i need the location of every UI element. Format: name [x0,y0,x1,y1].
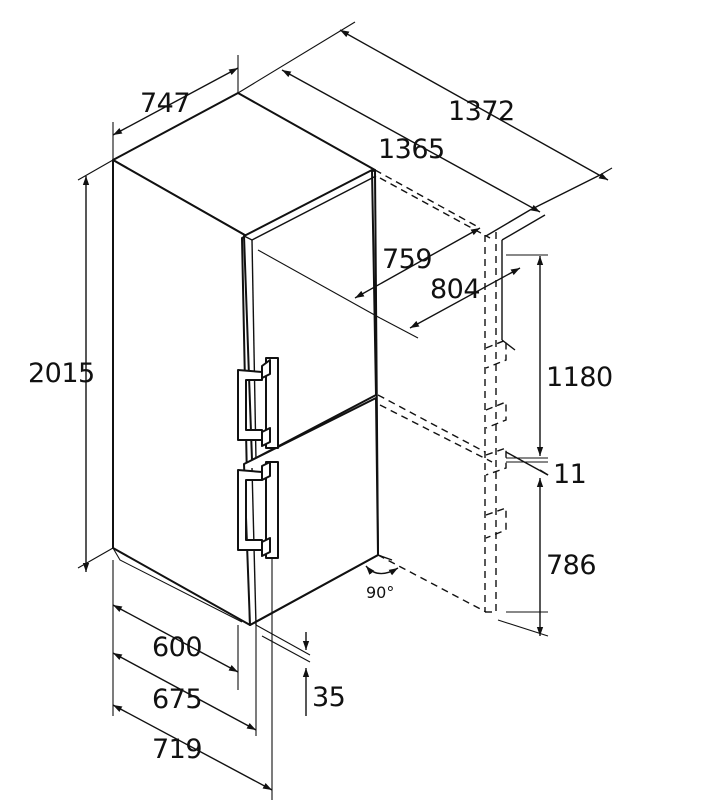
dim-11: 11 [505,451,587,490]
dim-759-label: 759 [382,244,432,275]
dim-35: 35 [255,624,346,716]
open-door-top-edge [485,174,601,237]
dim-747: 747 [112,55,239,160]
fridge-body [112,92,393,626]
angle-label: 90° [366,583,394,602]
lower-handle [237,461,279,559]
dim-804-label: 804 [430,274,480,305]
dim-600-label: 600 [152,632,202,663]
dim-1365: 1365 [281,69,541,213]
dim-1180-label: 1180 [546,362,613,393]
open-door-top-edge-inner [501,214,546,241]
dim-786: 786 [497,478,597,637]
dim-2015: 2015 [28,159,114,572]
dim-1180: 1180 [506,254,613,459]
upper-handle-bar [265,357,279,449]
upper-handle [237,357,279,449]
fridge-plinth [112,547,243,623]
dim-747-label: 747 [140,88,190,119]
dim-719-label: 719 [152,734,202,765]
dim-804: 804 [379,267,521,339]
dim-35-label: 35 [312,682,345,713]
dim-719: 719 [112,558,273,800]
open-door-handle-tip [501,339,516,351]
dim-1365-label: 1365 [378,134,445,165]
dim-2015-label: 2015 [28,358,95,389]
upper-door-side-edge [251,239,257,461]
dim-675-label: 675 [152,684,202,715]
dim-11-label: 11 [553,459,586,490]
fridge-side-face [112,159,251,626]
dim-1372-label: 1372 [448,96,515,127]
angle-marker: 90° [365,565,399,602]
dim-759: 759 [257,227,481,319]
dim-786-label: 786 [546,550,596,581]
